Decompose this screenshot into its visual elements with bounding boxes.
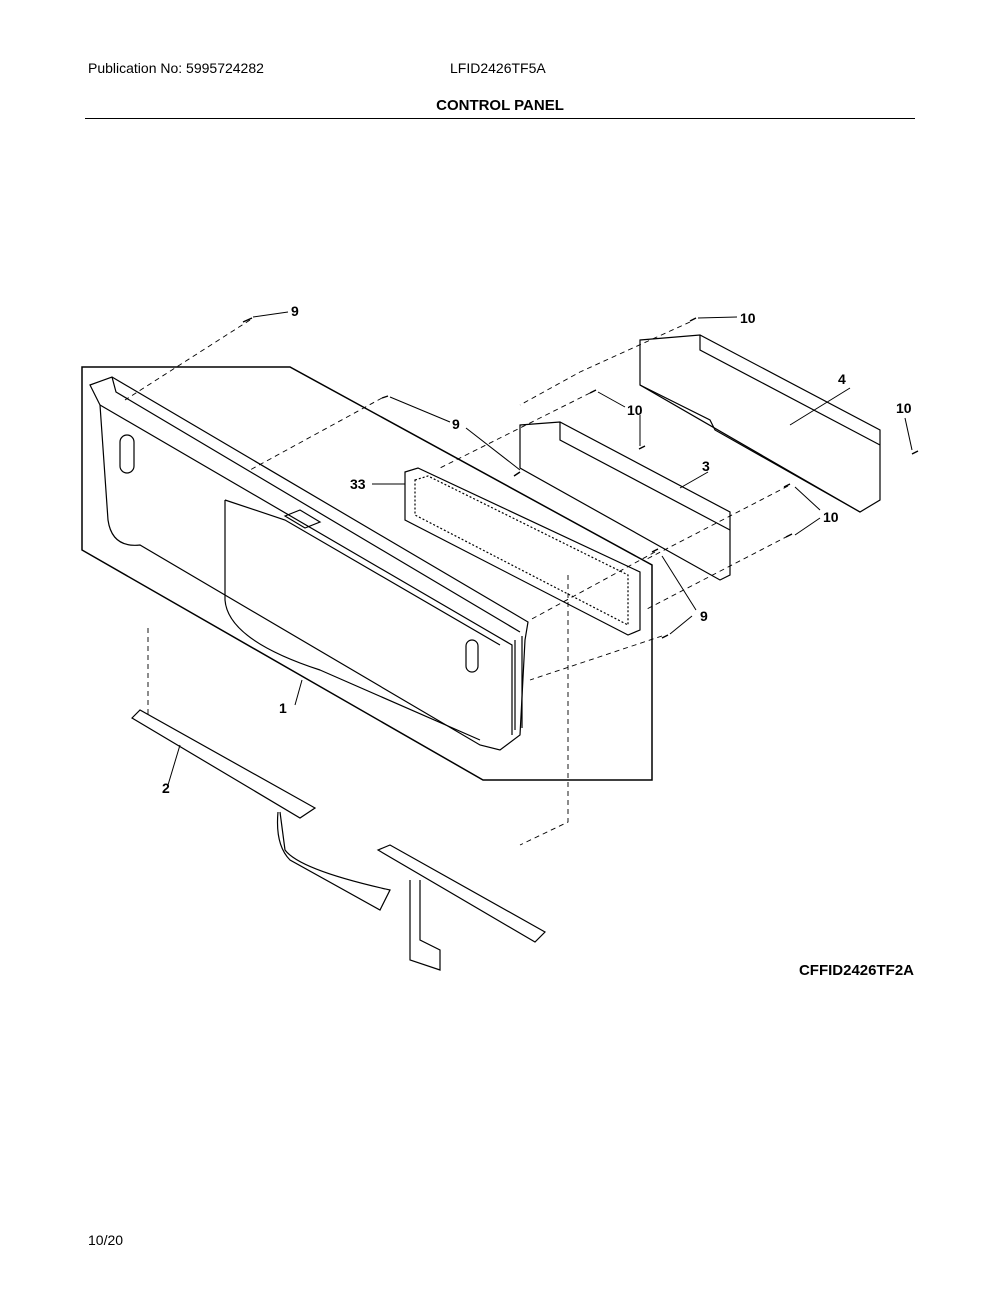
callout-2: 2 xyxy=(162,780,170,796)
callout-1: 1 xyxy=(279,700,287,716)
callout-9: 9 xyxy=(700,608,708,624)
callout-9: 9 xyxy=(452,416,460,432)
callout-3: 3 xyxy=(702,458,710,474)
callout-10: 10 xyxy=(896,400,912,416)
callout-33: 33 xyxy=(350,476,366,492)
part-1-outline-box xyxy=(81,366,653,781)
part-2-harness xyxy=(131,709,317,819)
callout-4: 4 xyxy=(838,371,846,387)
part-3-bracket xyxy=(519,421,731,581)
model-number: LFID2426TF5A xyxy=(450,60,546,76)
callout-9: 9 xyxy=(291,303,299,319)
header-rule xyxy=(85,118,915,119)
callout-10: 10 xyxy=(823,509,839,525)
part-33-gasket xyxy=(404,467,641,636)
callout-10: 10 xyxy=(627,402,643,418)
figure-code: CFFID2426TF2A xyxy=(798,962,914,979)
publication-number: Publication No: 5995724282 xyxy=(88,60,264,76)
screws xyxy=(242,317,919,639)
part-4-cover xyxy=(639,334,881,513)
part-1-control-panel xyxy=(89,376,529,751)
section-title: CONTROL PANEL xyxy=(436,97,564,114)
page-number: 10/20 xyxy=(88,1232,124,1248)
callout-10: 10 xyxy=(740,310,756,326)
